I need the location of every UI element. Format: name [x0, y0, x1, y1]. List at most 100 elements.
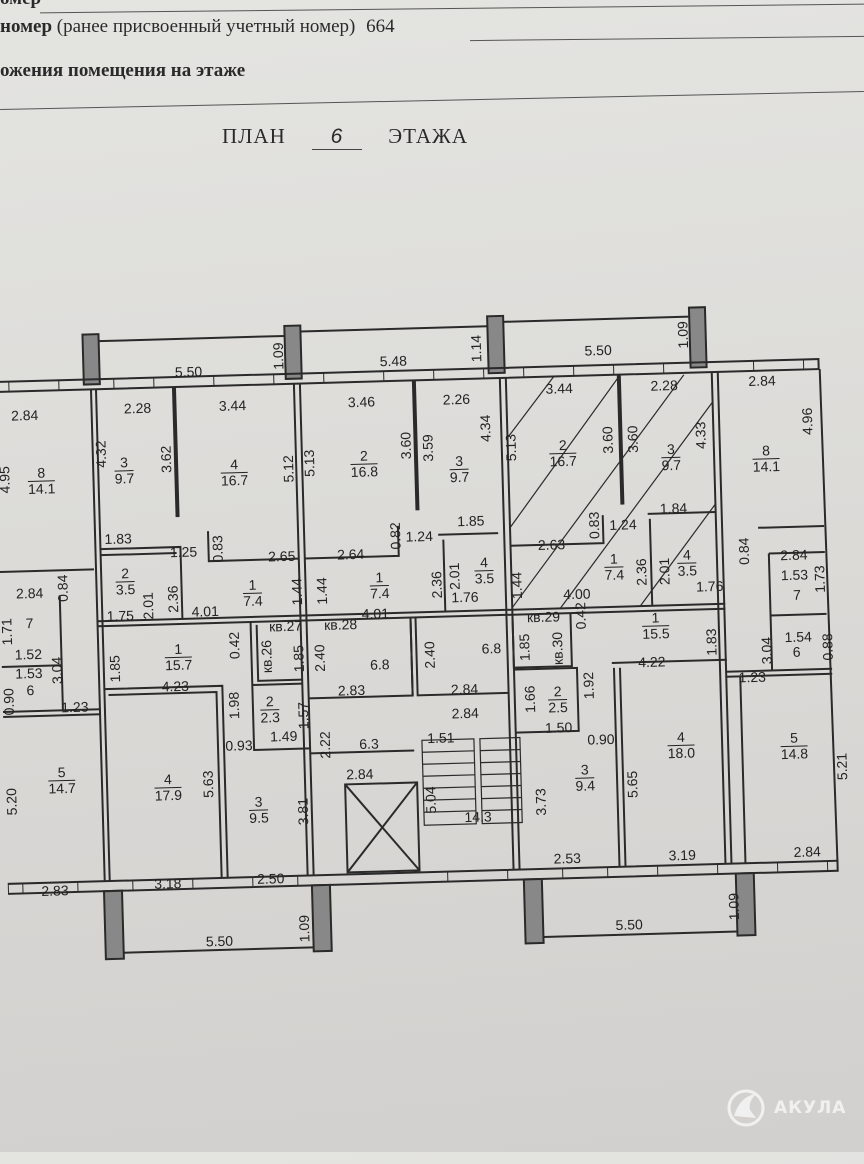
windows	[8, 358, 829, 894]
dimension-label: 3.59	[419, 434, 437, 462]
room-number-label: 6	[792, 643, 801, 660]
dimension-label: 0.84	[735, 537, 753, 566]
plan-title-suffix: ЭТАЖА	[388, 124, 469, 148]
room-number: 3	[248, 794, 269, 811]
room-area: 14.7	[48, 779, 76, 797]
plan-title-prefix: ПЛАН	[222, 124, 286, 148]
apartment-label: кв.27	[268, 617, 303, 635]
dimension-label: 1.23	[738, 668, 767, 686]
dimension-label: 1.52	[14, 645, 43, 663]
dimension-label: 4.23	[161, 677, 190, 695]
room-area: 14.8	[780, 745, 809, 762]
dimension-label: 0.82	[386, 522, 404, 550]
dimension-label: 1.09	[295, 914, 313, 943]
dimension-label: 5.48	[379, 352, 408, 370]
dimension-label: 2.83	[41, 882, 69, 899]
dimension-label: 2.84	[345, 765, 374, 783]
dimension-label: 1.24	[405, 527, 434, 545]
room-number-label: 6	[26, 682, 35, 699]
dimension-label: 5.12	[279, 455, 297, 483]
room-area: 17.9	[154, 786, 183, 804]
dimension-label: 4.34	[476, 414, 494, 443]
header-line-2: ожения помещения на этаже	[0, 60, 245, 82]
dimension-label: 2.40	[421, 641, 438, 669]
shark-logo-icon	[727, 1089, 765, 1127]
dimension-label: 3.18	[153, 875, 182, 892]
area-label: 6.8	[481, 640, 502, 657]
area-label: 6.8	[369, 656, 390, 673]
dimension-label: 2.22	[316, 731, 334, 759]
dimension-label: 2.84	[793, 843, 822, 860]
selected-apartment-hatching	[507, 374, 716, 609]
room-number: 8	[27, 465, 56, 482]
room-number: 4	[667, 729, 695, 746]
dimension-label: 1.53	[15, 664, 43, 682]
dimension-label: 2.84	[748, 372, 776, 390]
dimension-label: 0.90	[0, 687, 18, 716]
room-area: 7.4	[604, 566, 625, 583]
room-area: 9.5	[249, 809, 269, 826]
dimension-label: 2.50	[256, 870, 285, 887]
dimension-label: 1.92	[580, 671, 597, 700]
dimension-label: 2.28	[650, 377, 678, 394]
top-balconies	[81, 306, 708, 386]
apartment-label: кв.28	[323, 616, 358, 633]
dimension-label: 1.51	[427, 729, 455, 747]
dimension-label: 1.24	[609, 516, 637, 533]
dimension-label: 1.14	[467, 334, 485, 363]
dimension-label: 2.63	[537, 536, 566, 553]
dimension-label: 2.83	[337, 681, 366, 699]
dimension-label: 1.49	[269, 727, 298, 745]
room-area: 14.1	[752, 457, 781, 475]
room-number: 1	[641, 609, 670, 627]
room-area: 9.7	[114, 469, 135, 487]
dimension-label: 3.73	[532, 788, 550, 816]
apartment-label: кв.29	[526, 608, 561, 626]
dimension-label: 1.85	[106, 654, 124, 683]
dimension-label: 5.13	[502, 433, 520, 462]
dimension-label: 1.09	[725, 892, 743, 921]
outer-wall-top	[0, 358, 820, 394]
dimension-label: 4.01	[361, 605, 390, 622]
room-number: 3	[660, 441, 681, 458]
apartment-label: кв.26	[258, 639, 275, 674]
room-area: 9.4	[575, 776, 596, 794]
dimension-label: 0.83	[209, 535, 226, 563]
room-number-label: 7	[25, 615, 34, 632]
room-number: 8	[752, 442, 780, 460]
balcony-pier	[81, 333, 101, 386]
room-area: 18.0	[667, 744, 696, 761]
plan-title: ПЛАН 6 ЭТАЖА	[222, 124, 468, 150]
dimension-label: 2.84	[10, 406, 39, 424]
room-number: 4	[676, 547, 697, 564]
dimension-label: 1.98	[225, 691, 243, 720]
dimension-label: 2.65	[267, 547, 296, 565]
room-number: 5	[780, 730, 808, 747]
dimension-label: 4.96	[798, 407, 816, 436]
field-label-location: ожения помещения на этаже	[0, 60, 246, 81]
dimension-label: 3.60	[599, 426, 616, 454]
dimension-label: 3.44	[218, 397, 247, 414]
dimension-label: 1.09	[269, 342, 287, 370]
dimension-label: 0.42	[225, 631, 243, 660]
dimension-label: 2.40	[311, 644, 328, 672]
area-label: 6.3	[359, 735, 379, 753]
room-area: 16.7	[220, 471, 249, 489]
room-area: 2.3	[260, 708, 281, 726]
dimension-label: 2.01	[445, 562, 463, 591]
